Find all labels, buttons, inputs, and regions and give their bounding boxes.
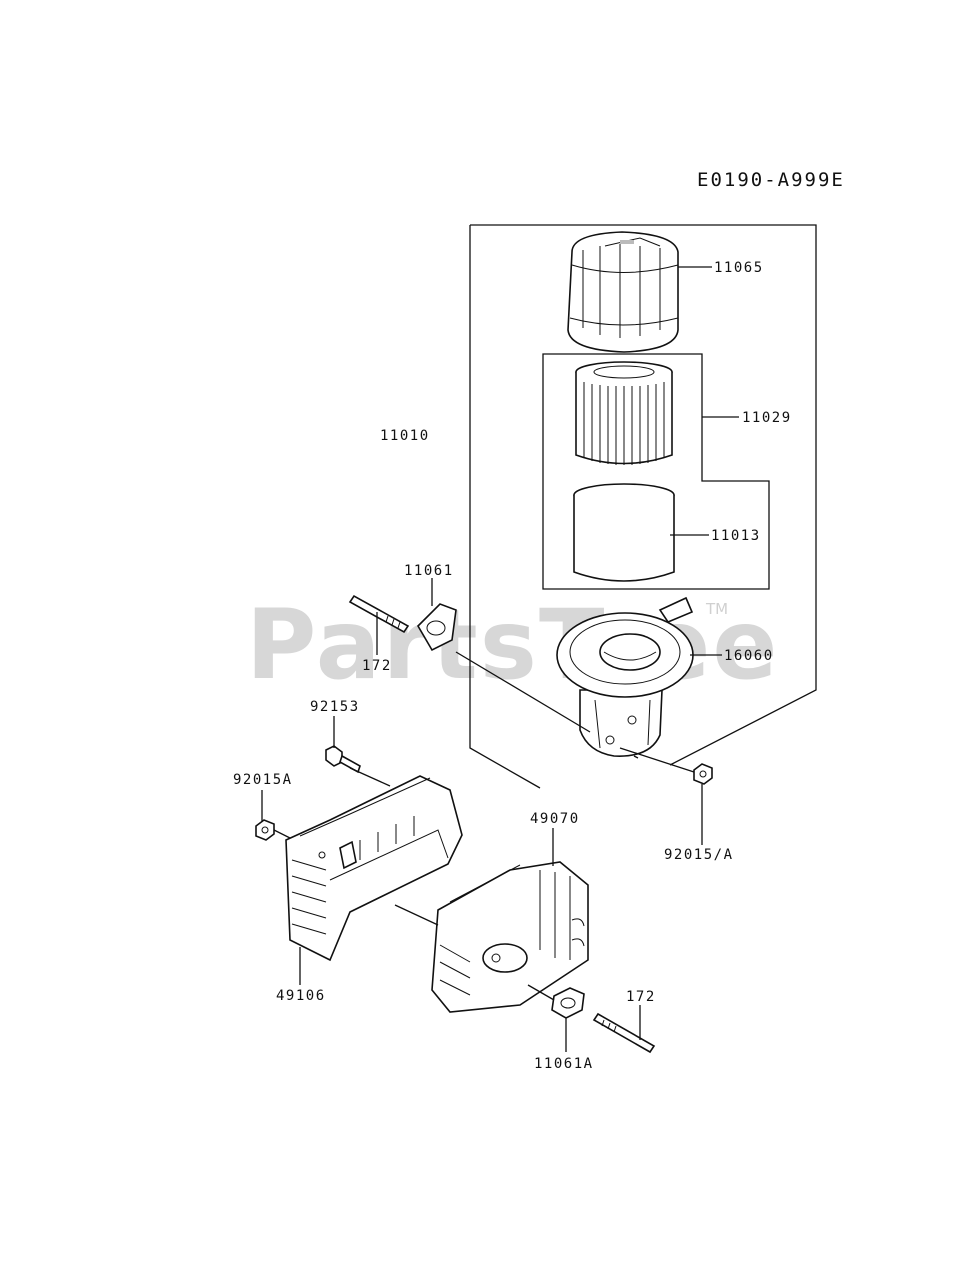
label-172-upper: 172 xyxy=(362,658,392,674)
assembly-bracket-11010 xyxy=(469,224,817,789)
gasket-part xyxy=(416,603,457,652)
leader-lines xyxy=(261,266,739,1052)
air-cleaner-base-part xyxy=(556,596,694,757)
label-49106: 49106 xyxy=(276,988,326,1004)
label-11065: 11065 xyxy=(714,260,764,276)
muffler-guard-part xyxy=(285,775,463,962)
label-172-lower: 172 xyxy=(626,989,656,1005)
watermark-text: PartsTree xyxy=(246,589,779,701)
pre-filter-part xyxy=(573,483,675,582)
air-cleaner-cover-part xyxy=(567,231,679,353)
stud-upper-part xyxy=(348,594,410,634)
label-11010: 11010 xyxy=(380,428,430,444)
label-92015A: 92015A xyxy=(233,772,293,788)
nut-left-part xyxy=(255,819,275,841)
stud-lower-part xyxy=(592,1012,656,1054)
nut-right-part xyxy=(693,763,713,785)
label-11029: 11029 xyxy=(742,410,792,426)
label-11061: 11061 xyxy=(404,563,454,579)
watermark-trademark: TM xyxy=(705,600,728,618)
label-16060: 16060 xyxy=(724,648,774,664)
air-filter-element-part xyxy=(575,361,673,465)
filter-set-bracket-11029 xyxy=(542,353,770,590)
muffler-part xyxy=(431,861,589,1013)
label-11061A: 11061A xyxy=(534,1056,594,1072)
gasket-lower-part xyxy=(551,987,585,1019)
label-92153: 92153 xyxy=(310,699,360,715)
label-49070: 49070 xyxy=(530,811,580,827)
diagram-code: E0190-A999E xyxy=(697,169,845,191)
bolt-part xyxy=(325,745,361,774)
label-11013: 11013 xyxy=(711,528,761,544)
label-92015-slash-A: 92015/A xyxy=(664,847,734,863)
